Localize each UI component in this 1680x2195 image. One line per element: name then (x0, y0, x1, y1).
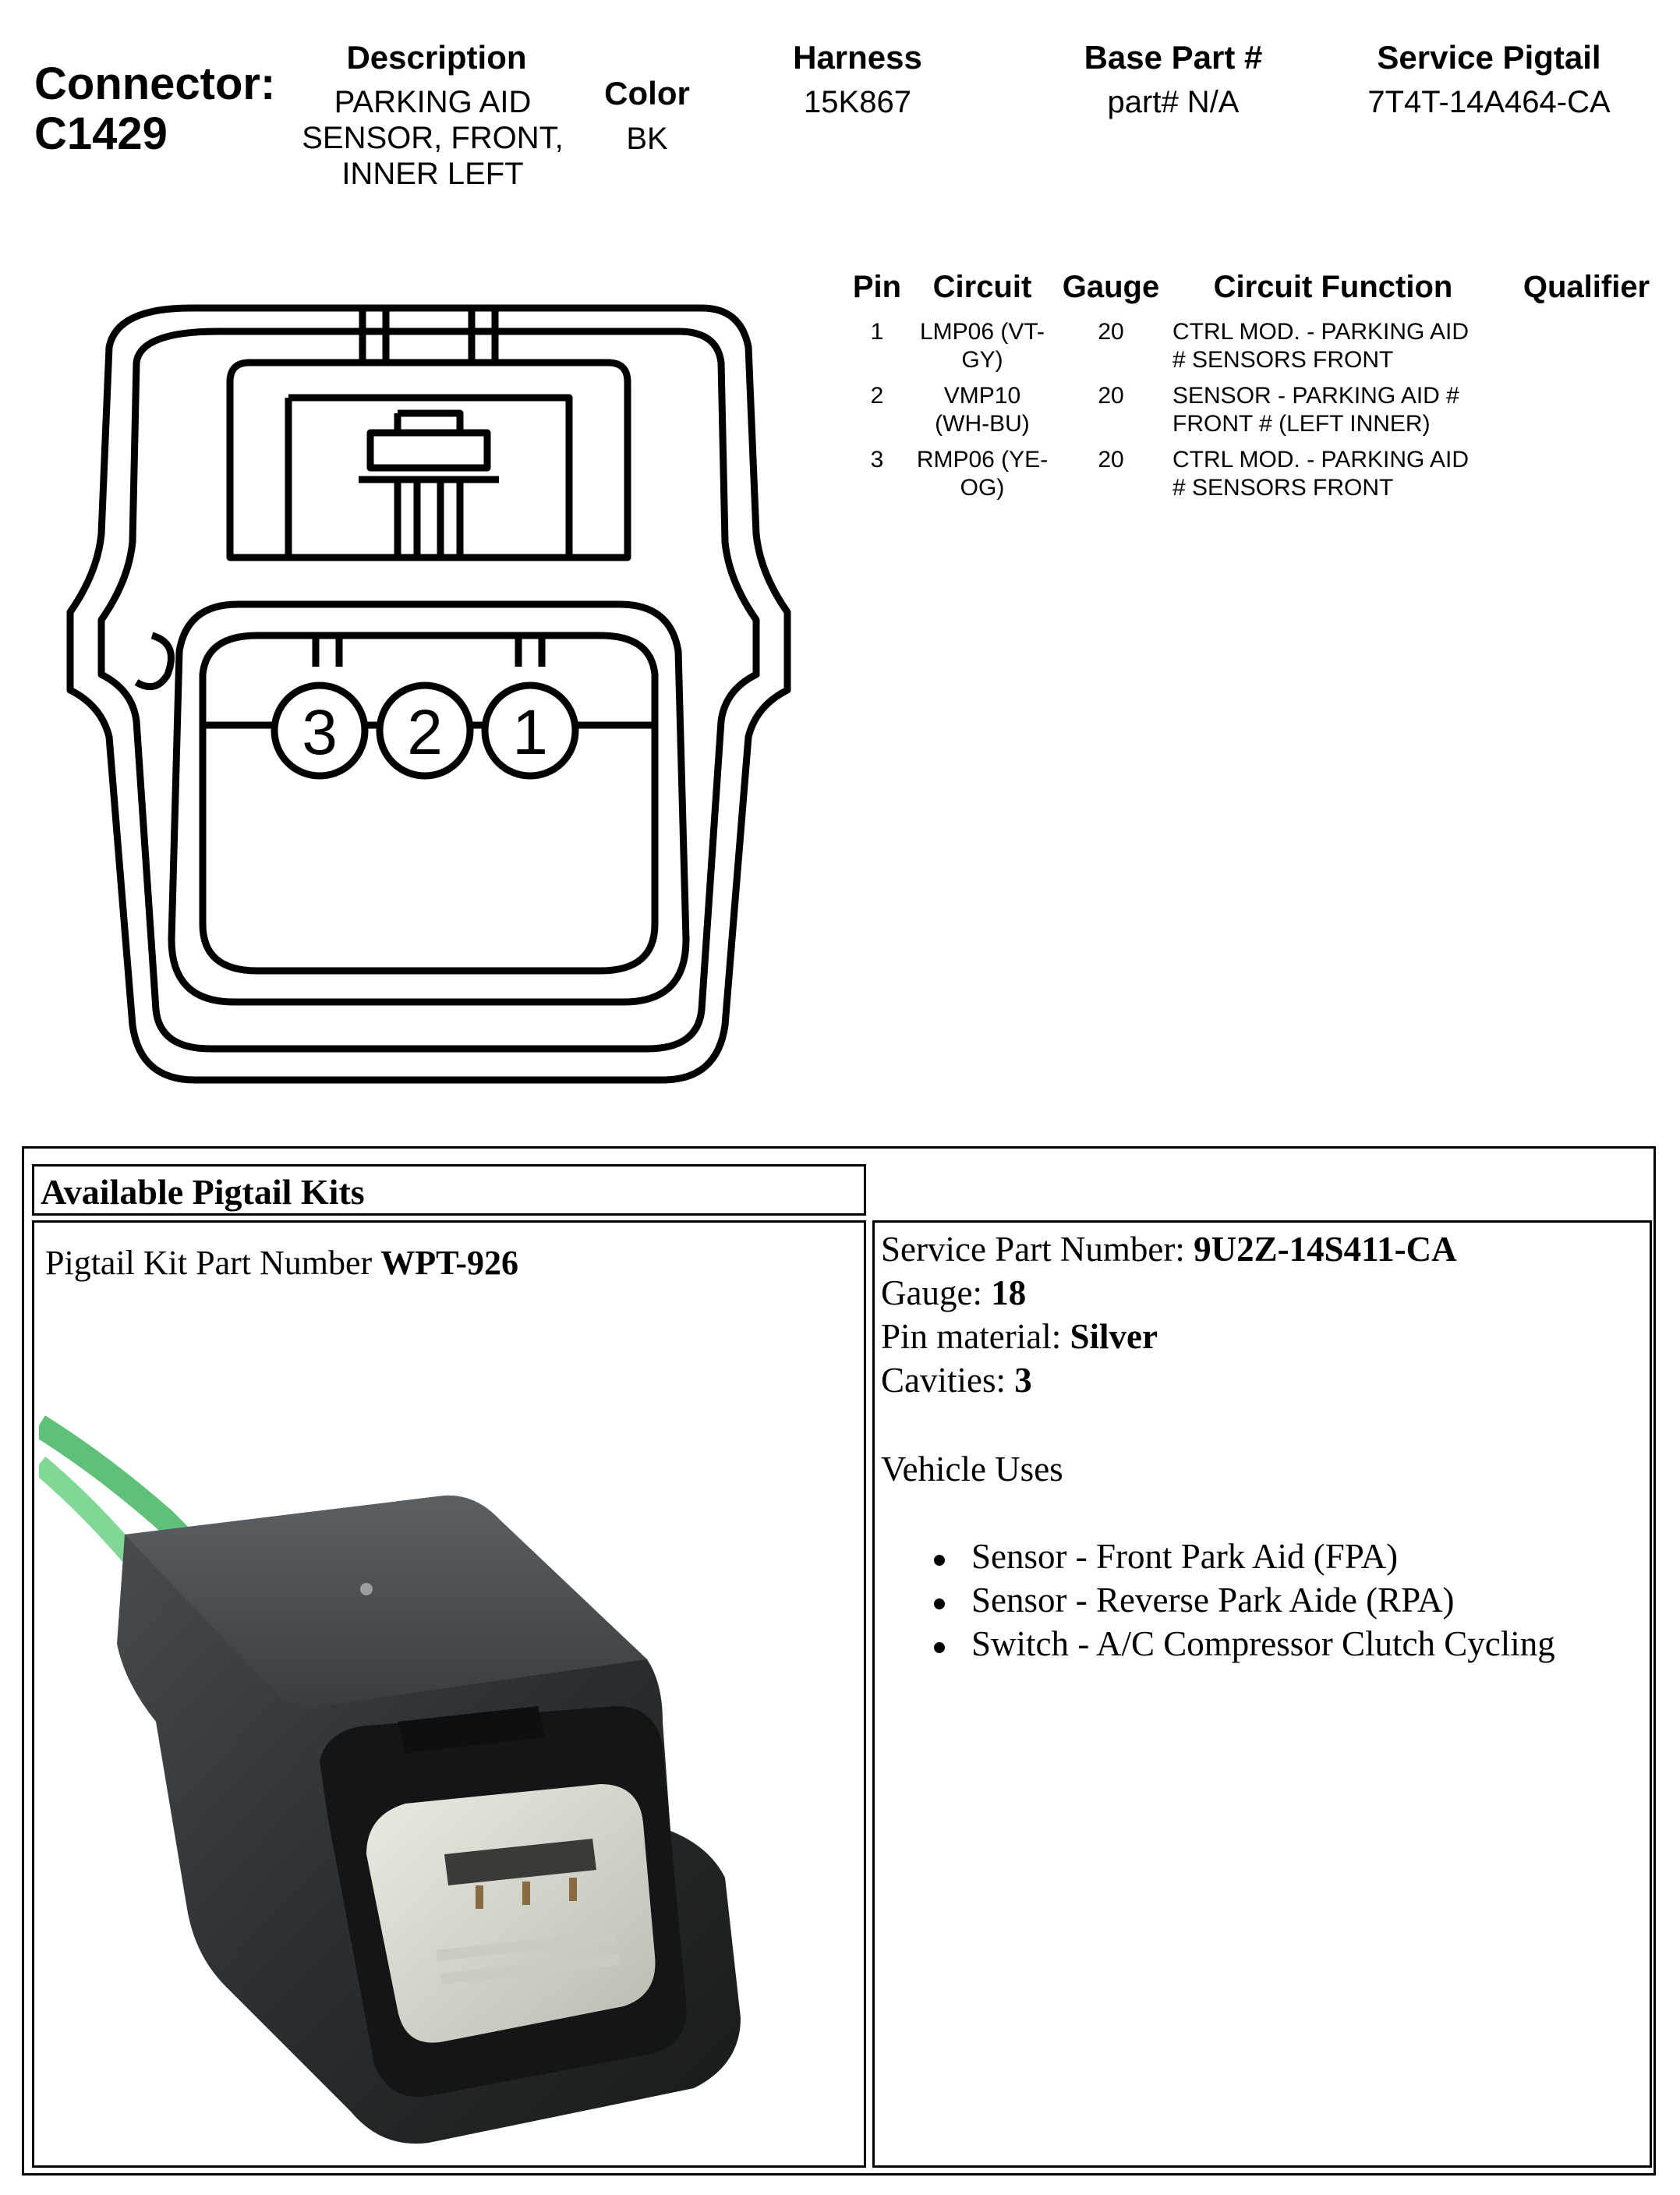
spec-label: Service Part Number: (881, 1230, 1194, 1269)
gauge-cell: 20 (1098, 447, 1124, 473)
function-line: # SENSORS FRONT (1172, 475, 1394, 501)
function-line: CTRL MOD. - PARKING AID (1172, 447, 1470, 473)
circuit-line: (WH-BU) (935, 411, 1030, 437)
circuit-line: VMP10 (943, 383, 1021, 409)
spec-label: Cavities: (881, 1361, 1015, 1400)
spec-pin-material: Pin material: Silver (881, 1315, 1158, 1358)
spec-value: 3 (1014, 1361, 1032, 1400)
pin-label: 2 (407, 697, 443, 768)
color-value: BK (626, 122, 668, 156)
table-row: 3 RMP06 (YE-OG) 20 CTRL MOD. - PARKING A… (842, 446, 1668, 508)
pigtail-kits-heading: Available Pigtail Kits (32, 1164, 866, 1216)
description-title: Description (346, 39, 527, 76)
kit-part-number-label: Pigtail Kit Part Number (45, 1244, 381, 1282)
spec-cavities: Cavities: 3 (881, 1358, 1032, 1402)
description-line: SENSOR, FRONT, (302, 121, 564, 155)
function-cell: CTRL MOD. - PARKING AID# SENSORS FRONT (1172, 318, 1508, 374)
harness-value: 15K867 (804, 85, 911, 119)
connector-label: Connector: C1429 (34, 59, 275, 159)
circuit-cell: LMP06 (VT-GY) (912, 318, 1052, 374)
spec-label: Pin material: (881, 1317, 1070, 1356)
pigtail-kits-panel: Available Pigtail Kits Pigtail Kit Part … (22, 1146, 1656, 2176)
kit-part-number: Pigtail Kit Part Number WPT-926 (45, 1243, 518, 1283)
color-title: Color (604, 75, 690, 112)
function-cell: SENSOR - PARKING AID #FRONT # (LEFT INNE… (1172, 382, 1508, 438)
pin-label: 1 (512, 697, 548, 768)
pin-2-circle (376, 682, 474, 780)
pin-3-circle (271, 682, 369, 780)
list-item: Sensor - Reverse Park Aide (RPA) (921, 1578, 1555, 1622)
spec-value: Silver (1070, 1317, 1158, 1356)
circuit-cell: RMP06 (YE-OG) (912, 446, 1052, 502)
gauge-cell: 20 (1098, 383, 1124, 409)
pin-1-circle (481, 682, 579, 780)
connector-label-title: Connector: (34, 58, 276, 109)
table-row: 1 LMP06 (VT-GY) 20 CTRL MOD. - PARKING A… (842, 318, 1668, 381)
gauge-cell: 20 (1098, 319, 1124, 345)
service-spec-cell: Service Part Number: 9U2Z-14S411-CA Gaug… (872, 1220, 1652, 2168)
function-line: SENSOR - PARKING AID # (1172, 383, 1459, 409)
spec-service-part-number: Service Part Number: 9U2Z-14S411-CA (881, 1227, 1457, 1271)
circuit-cell: VMP10(WH-BU) (912, 382, 1052, 438)
spec-value: 9U2Z-14S411-CA (1194, 1230, 1457, 1269)
circuit-line: LMP06 (VT- (919, 319, 1045, 345)
function-cell: CTRL MOD. - PARKING AID# SENSORS FRONT (1172, 446, 1508, 502)
pigtail-kit-cell: Pigtail Kit Part Number WPT-926 (32, 1220, 866, 2168)
list-item: Switch - A/C Compressor Clutch Cycling (921, 1622, 1555, 1666)
pin-table-header-function: Circuit Function (1213, 270, 1453, 304)
pin-table-header-gauge: Gauge (1062, 270, 1160, 304)
harness-title: Harness (793, 39, 922, 76)
pigtail-connector-photo (39, 1415, 741, 2144)
pin-number: 3 (870, 447, 884, 473)
service-pigtail-title: Service Pigtail (1377, 39, 1601, 76)
circuit-line: OG) (960, 475, 1005, 501)
kit-part-number-value: WPT-926 (380, 1244, 519, 1282)
function-line: # SENSORS FRONT (1172, 347, 1394, 373)
vehicle-uses-list: Sensor - Front Park Aid (FPA) Sensor - R… (921, 1535, 1555, 1666)
pin-table-header-pin: Pin (852, 270, 902, 304)
vehicle-uses-heading: Vehicle Uses (881, 1450, 1063, 1489)
connector-id: C1429 (34, 108, 168, 159)
description-line: INNER LEFT (341, 157, 524, 191)
spec-value: 18 (991, 1273, 1027, 1312)
spec-gauge: Gauge: 18 (881, 1271, 1026, 1315)
pin-number: 1 (870, 319, 884, 345)
description-line: PARKING AID (334, 85, 532, 119)
base-part-value: part# N/A (1107, 85, 1240, 119)
circuit-line: GY) (961, 347, 1003, 373)
list-item: Sensor - Front Park Aid (FPA) (921, 1535, 1555, 1578)
spec-label: Gauge: (881, 1273, 992, 1312)
circuit-line: RMP06 (YE- (916, 447, 1049, 473)
pin-table-header-qualifier: Qualifier (1523, 270, 1650, 304)
function-line: FRONT # (LEFT INNER) (1172, 411, 1431, 437)
connector-face-diagram: 3 2 1 (66, 304, 791, 1084)
service-pigtail-value: 7T4T-14A464-CA (1367, 85, 1611, 119)
description-value: PARKING AID SENSOR, FRONT, INNER LEFT (277, 84, 589, 192)
base-part-title: Base Part # (1084, 39, 1263, 76)
pin-number: 2 (870, 383, 884, 409)
pin-label: 3 (302, 697, 338, 768)
table-row: 2 VMP10(WH-BU) 20 SENSOR - PARKING AID #… (842, 382, 1668, 444)
function-line: CTRL MOD. - PARKING AID (1172, 319, 1470, 345)
pin-table-header-circuit: Circuit (932, 270, 1032, 304)
